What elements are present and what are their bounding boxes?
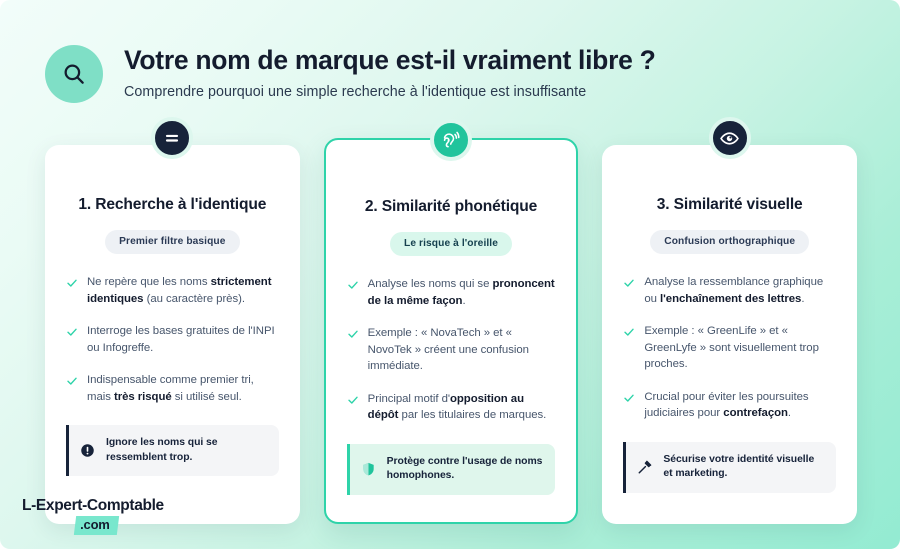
status-badge: Le risque à l'oreille (390, 232, 512, 256)
check-icon (347, 393, 359, 424)
check-icon (347, 327, 359, 375)
search-icon (45, 45, 103, 103)
list-item: Crucial pour éviter les poursuites judic… (623, 389, 836, 422)
logo-domain-highlight: .com (73, 516, 119, 535)
card-note: Protège contre l'usage de noms homophone… (346, 443, 556, 495)
check-icon (623, 391, 635, 422)
brand-logo: L-Expert-Comptable .com (22, 497, 164, 535)
list-item-text: Interroge les bases gratuites de l'INPI … (87, 325, 275, 354)
list-item-text: Exemple : « GreenLife » et « GreenLyfe »… (644, 325, 819, 371)
logo-main-text: L-Expert-Comptable (22, 497, 164, 514)
status-badge: Confusion orthographique (650, 230, 810, 254)
list-item: Analyse les noms qui se prononcent de la… (347, 276, 556, 309)
list-item-text: Exemple : « NovaTech » et « NovoTek » cr… (367, 327, 529, 373)
check-icon (66, 325, 78, 356)
check-icon (347, 278, 359, 309)
card-badge-wrap: Le risque à l'oreille (347, 232, 556, 256)
list-item: Exemple : « GreenLife » et « GreenLyfe »… (623, 323, 836, 373)
check-icon (623, 276, 635, 307)
card-badge-wrap: Premier filtre basique (66, 230, 279, 254)
check-icon (66, 276, 78, 307)
list-item: Indispensable comme premier tri, mais tr… (66, 372, 279, 405)
card-2: 2. Similarité phonétique Le risque à l'or… (323, 119, 579, 524)
list-item-text: Analyse la ressemblance graphique ou l'e… (644, 276, 824, 305)
exclamation-circle-icon (80, 443, 96, 458)
page-subtitle: Comprendre pourquoi une simple recherche… (124, 84, 587, 101)
card-note-text: Sécurise votre identité visuelle et mark… (663, 453, 815, 480)
card-note: Ignore les noms qui se ressemblent trop. (66, 425, 279, 477)
logo-domain-text: .com (80, 517, 110, 532)
gavel-icon (637, 459, 653, 475)
page-title: Votre nom de marque est-il vraiment libr… (124, 45, 656, 75)
list-item-text: Analyse les noms qui se prononcent de la… (367, 278, 555, 307)
status-badge: Premier filtre basique (105, 230, 240, 254)
card-title: 1. Recherche à l'identique (78, 196, 267, 213)
list-item-text: Crucial pour éviter les poursuites judic… (644, 390, 809, 420)
list-item: Interroge les bases gratuites de l'INPI … (66, 323, 279, 356)
list-item-text: Indispensable comme premier tri, mais tr… (87, 374, 254, 403)
card-note: Sécurise votre identité visuelle et mark… (623, 441, 837, 493)
header-text: Votre nom de marque est-il vraiment libr… (124, 44, 656, 101)
card-title: 3. Similarité visuelle (656, 196, 803, 213)
check-icon (66, 374, 78, 405)
list-item: Principal motif d'opposition au dépôt pa… (347, 391, 556, 424)
card-bullet-list: Analyse les noms qui se prononcent de la… (347, 276, 556, 424)
list-item: Ne repère que les noms strictement ident… (66, 274, 279, 307)
ear-hearing-icon (430, 119, 472, 161)
card-note-text: Ignore les noms qui se ressemblent trop. (106, 437, 218, 463)
shield-icon (361, 461, 377, 477)
card-bullet-list: Ne repère que les noms strictement ident… (66, 274, 279, 405)
card-title: 2. Similarité phonétique (364, 198, 538, 215)
card-bullet-list: Analyse la ressemblance graphique ou l'e… (623, 274, 836, 422)
list-item-text: Principal motif d'opposition au dépôt pa… (367, 392, 547, 422)
list-item: Exemple : « NovaTech » et « NovoTek » cr… (347, 325, 556, 375)
card-note-text: Protège contre l'usage de noms homophone… (386, 455, 543, 482)
list-item: Analyse la ressemblance graphique ou l'e… (623, 274, 836, 307)
header: Votre nom de marque est-il vraiment libr… (45, 44, 656, 103)
list-item-text: Ne repère que les noms strictement ident… (87, 276, 272, 305)
check-icon (623, 325, 635, 373)
eye-icon (708, 117, 751, 159)
card-badge-wrap: Confusion orthographique (623, 230, 836, 254)
equals-icon (151, 117, 194, 159)
